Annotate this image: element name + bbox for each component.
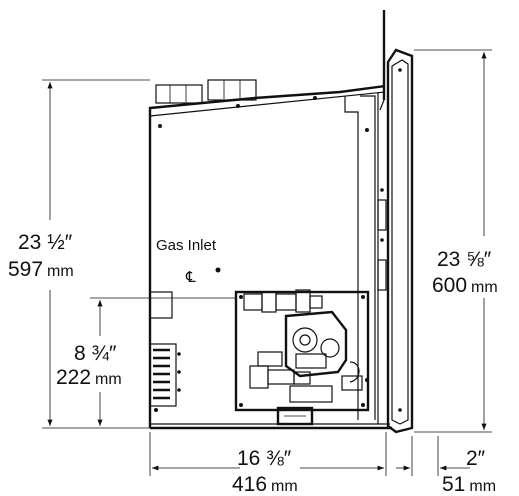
- door-frame: [377, 10, 414, 434]
- height-door-imperial: 23 ⅝″: [437, 248, 492, 271]
- depth-imperial: 16 ⅜″: [237, 447, 292, 470]
- gas-inlet-callout: Gas Inlet ℄: [156, 237, 217, 286]
- gas-inlet-label: Gas Inlet: [156, 237, 217, 254]
- door-depth-imperial: 2″: [466, 447, 486, 470]
- height-overall-imperial: 23 ½″: [18, 231, 73, 254]
- centerline-symbol: ℄: [185, 269, 196, 286]
- height-inlet-imperial: 8 ¾″: [74, 342, 117, 365]
- side-vent-louvres: [149, 291, 181, 407]
- firebox-body: [148, 79, 392, 430]
- gas-valve-assembly: [234, 289, 370, 412]
- base-bracket: [276, 406, 314, 426]
